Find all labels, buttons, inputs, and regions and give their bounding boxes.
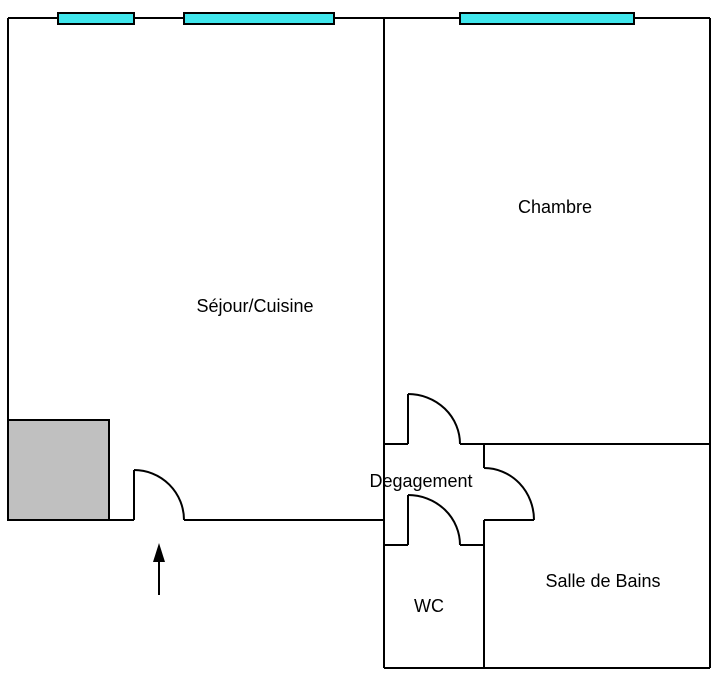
door-wc-swing xyxy=(407,494,461,546)
door-chambre xyxy=(407,393,461,445)
door-salle-de-bains xyxy=(483,467,535,521)
room-label-chambre: Chambre xyxy=(518,197,592,217)
window-sejour-right xyxy=(183,12,335,25)
doors xyxy=(133,393,535,546)
room-label-wc: WC xyxy=(414,596,444,616)
door-entrance xyxy=(133,469,185,521)
interior-walls xyxy=(383,18,710,668)
door-entrance-swing xyxy=(133,469,185,521)
fixed-block xyxy=(7,419,110,521)
room-label-sejour: Séjour/Cuisine xyxy=(196,296,313,316)
windows xyxy=(57,12,635,25)
door-wc xyxy=(407,494,461,546)
room-label-degagement: Degagement xyxy=(369,471,472,491)
door-chambre-swing xyxy=(407,393,461,445)
window-sejour-left xyxy=(57,12,135,25)
door-bains-swing xyxy=(483,467,535,521)
room-label-salle-de-bains: Salle de Bains xyxy=(545,571,660,591)
room-labels: Séjour/Cuisine Chambre Degagement WC Sal… xyxy=(196,197,660,616)
window-chambre xyxy=(459,12,635,25)
entrance-arrow-icon xyxy=(153,543,165,595)
